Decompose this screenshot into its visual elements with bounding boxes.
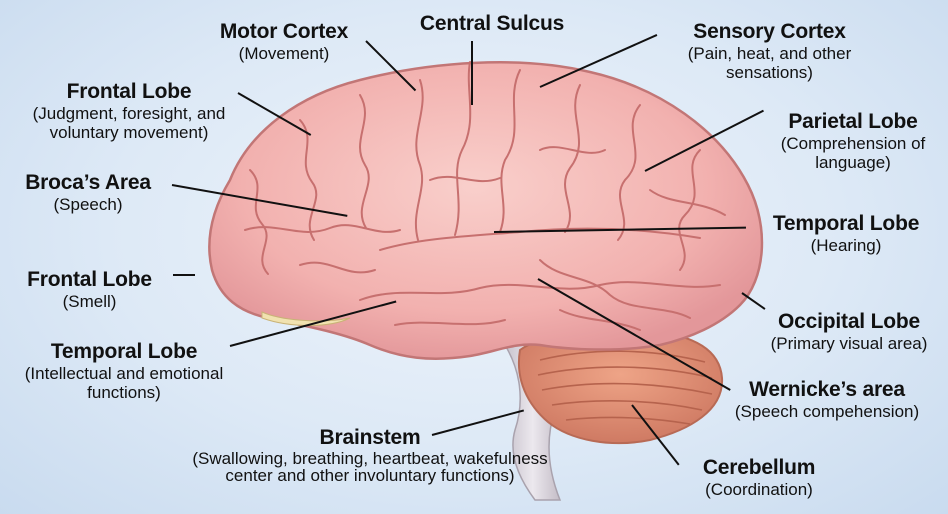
label-temporal-lobe-left: Temporal Lobe (Intellectual and emotiona… (18, 340, 230, 402)
label-parietal-lobe: Parietal Lobe (Comprehension of language… (762, 110, 944, 172)
label-title: Motor Cortex (219, 20, 349, 43)
leader-line-central-sulcus (471, 41, 473, 105)
label-desc: (Speech) (53, 194, 123, 214)
label-desc: (Swallowing, breathing, heartbeat, wakef… (192, 448, 548, 486)
label-desc: (Primary visual area) (770, 333, 928, 353)
label-title: Broca’s Area (25, 171, 151, 194)
label-desc: (Hearing) (810, 235, 882, 255)
label-title: Central Sulcus (419, 12, 565, 35)
label-desc: (Intellectual and emotional functions) (24, 363, 224, 402)
label-brocas-area: Broca’s Area (Speech) (2, 171, 174, 214)
label-desc: (Smell) (62, 291, 117, 311)
label-motor-cortex: Motor Cortex (Movement) (200, 20, 368, 63)
label-title: Temporal Lobe (50, 340, 198, 363)
label-frontal-lobe-lower: Frontal Lobe (Smell) (2, 268, 177, 311)
label-sensory-cortex: Sensory Cortex (Pain, heat, and other se… (662, 20, 877, 82)
label-desc: (Speech compehension) (734, 401, 920, 421)
label-brainstem: Brainstem (Swallowing, breathing, heartb… (165, 426, 575, 485)
cortex-gyri (244, 61, 726, 331)
label-frontal-lobe-upper: Frontal Lobe (Judgment, foresight, and v… (4, 80, 254, 142)
label-wernickes-area: Wernicke’s area (Speech compehension) (706, 378, 948, 421)
label-desc: (Judgment, foresight, and voluntary move… (32, 103, 226, 142)
label-title: Wernicke’s area (749, 378, 905, 401)
label-temporal-lobe-right: Temporal Lobe (Hearing) (746, 212, 946, 255)
label-desc: (Coordination) (705, 479, 813, 499)
label-title: Temporal Lobe (772, 212, 920, 235)
label-title: Brainstem (319, 426, 421, 449)
label-title: Cerebellum (702, 456, 816, 479)
olfactory-bulb (261, 311, 351, 326)
leader-line-frontal-lobe-lower (173, 274, 195, 276)
label-desc: (Comprehension of language) (780, 133, 926, 172)
label-cerebellum: Cerebellum (Coordination) (674, 456, 844, 499)
label-desc: (Pain, heat, and other sensations) (687, 43, 852, 82)
label-title: Sensory Cortex (693, 20, 846, 43)
cerebellum-folia (537, 350, 713, 425)
label-title: Parietal Lobe (788, 110, 918, 133)
label-central-sulcus: Central Sulcus (392, 12, 592, 36)
label-title: Occipital Lobe (778, 310, 920, 333)
label-title: Frontal Lobe (27, 268, 152, 291)
label-title: Frontal Lobe (66, 80, 192, 103)
label-occipital-lobe: Occipital Lobe (Primary visual area) (752, 310, 946, 353)
label-desc: (Movement) (238, 43, 330, 63)
